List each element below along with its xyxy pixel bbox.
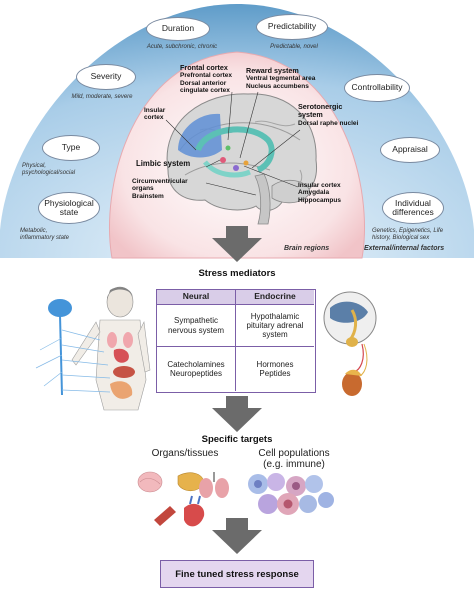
factor-label: Individual differences <box>392 197 434 217</box>
serotonergic-system-title: Serotonergic system <box>298 102 343 120</box>
reward-system-label: Reward system Ventral tegmental area Nuc… <box>246 66 336 90</box>
reward-system-items: Ventral tegmental area Nucleus accumbens <box>246 75 316 90</box>
header-endocrine: Endocrine <box>254 291 296 302</box>
factor-severity-sub: Mild, moderate, severe <box>71 94 133 100</box>
factor-controllability: Controllability <box>344 74 410 102</box>
limbic-system-label: Limbic system <box>136 159 191 168</box>
factor-label: Appraisal <box>392 144 428 155</box>
factor-physiological-state: Physiological state <box>38 192 100 224</box>
factor-label: Predictability <box>267 21 317 32</box>
factor-label: Severity <box>90 71 122 82</box>
specific-targets-title: Specific targets <box>201 434 273 445</box>
factor-predictability: Predictability <box>256 14 328 40</box>
header-neural: Neural <box>182 291 210 302</box>
serotonergic-system-label: Serotonergic system Dorsal raphe nuclei <box>298 102 368 127</box>
cell-populations-label: Cell populations (e.g. immune) <box>258 448 330 470</box>
factor-type: Type <box>42 135 100 161</box>
factor-physiological-state-sub: Metabolic, inflammatory state <box>20 228 70 241</box>
flow-arrows <box>212 226 262 554</box>
circumventricular-label: Circumventricular organs Brainstem <box>132 178 188 200</box>
factor-label: Controllability <box>351 82 403 93</box>
brain-regions-caption: Brain regions <box>284 245 330 252</box>
cell-hormones: Hormones Peptides <box>256 359 294 378</box>
factor-duration-sub: Acute, subchronic, chronic <box>146 44 218 50</box>
factor-duration: Duration <box>146 17 210 41</box>
frontal-cortex-title: Frontal cortex <box>180 63 228 72</box>
hpa-axis-inset <box>323 291 377 396</box>
insular-cortex-left-label: Insular cortex <box>144 107 166 122</box>
factor-type-sub: Physical, psychological/social <box>22 163 76 176</box>
pointer-lines <box>165 91 301 196</box>
reward-system-title: Reward system <box>246 66 299 75</box>
cell-sympathetic: Sympathetic nervous system <box>167 316 225 335</box>
cell-catecholamines: Catecholamines Neuropeptides <box>167 359 225 378</box>
external-factors-caption: External/internal factors <box>364 245 445 252</box>
arrow-2 <box>212 396 262 432</box>
mediators-table: Neural Endocrine Sympathetic nervous sys… <box>156 289 316 393</box>
factor-predictability-sub: Predictable, novel <box>270 44 318 50</box>
organs-illustration <box>137 471 229 527</box>
serotonergic-system-items: Dorsal raphe nuclei <box>298 119 359 127</box>
arrow-3 <box>212 518 262 554</box>
final-response-box: Fine tuned stress response <box>160 560 314 588</box>
factor-label: Physiological state <box>44 197 94 217</box>
arrow-1 <box>212 226 262 262</box>
factor-label: Duration <box>161 23 195 34</box>
factor-appraisal: Appraisal <box>380 137 440 163</box>
frontal-cortex-items: Prefrontal cortex Dorsal anterior cingul… <box>180 72 233 95</box>
factor-individual-differences-sub: Genetics, Epigenetics, Life history, Bio… <box>372 228 444 241</box>
frontal-cortex-label: Frontal cortex Prefrontal cortex Dorsal … <box>180 63 260 95</box>
stress-mediators-title: Stress mediators <box>198 268 276 279</box>
factor-individual-differences: Individual differences <box>382 192 444 224</box>
organs-tissues-label: Organs/tissues <box>151 448 219 459</box>
table-column-divider <box>235 290 236 391</box>
factor-label: Type <box>61 142 81 153</box>
immune-cells-illustration <box>248 473 334 515</box>
limbic-structures-label: Insular cortex Amygdala Hippocampus <box>298 182 341 204</box>
human-nervous-system-figure <box>35 286 151 411</box>
cell-hpa: Hypothalamic pituitary adrenal system <box>246 311 304 340</box>
factor-severity: Severity <box>76 64 136 90</box>
table-row-divider <box>157 346 314 347</box>
